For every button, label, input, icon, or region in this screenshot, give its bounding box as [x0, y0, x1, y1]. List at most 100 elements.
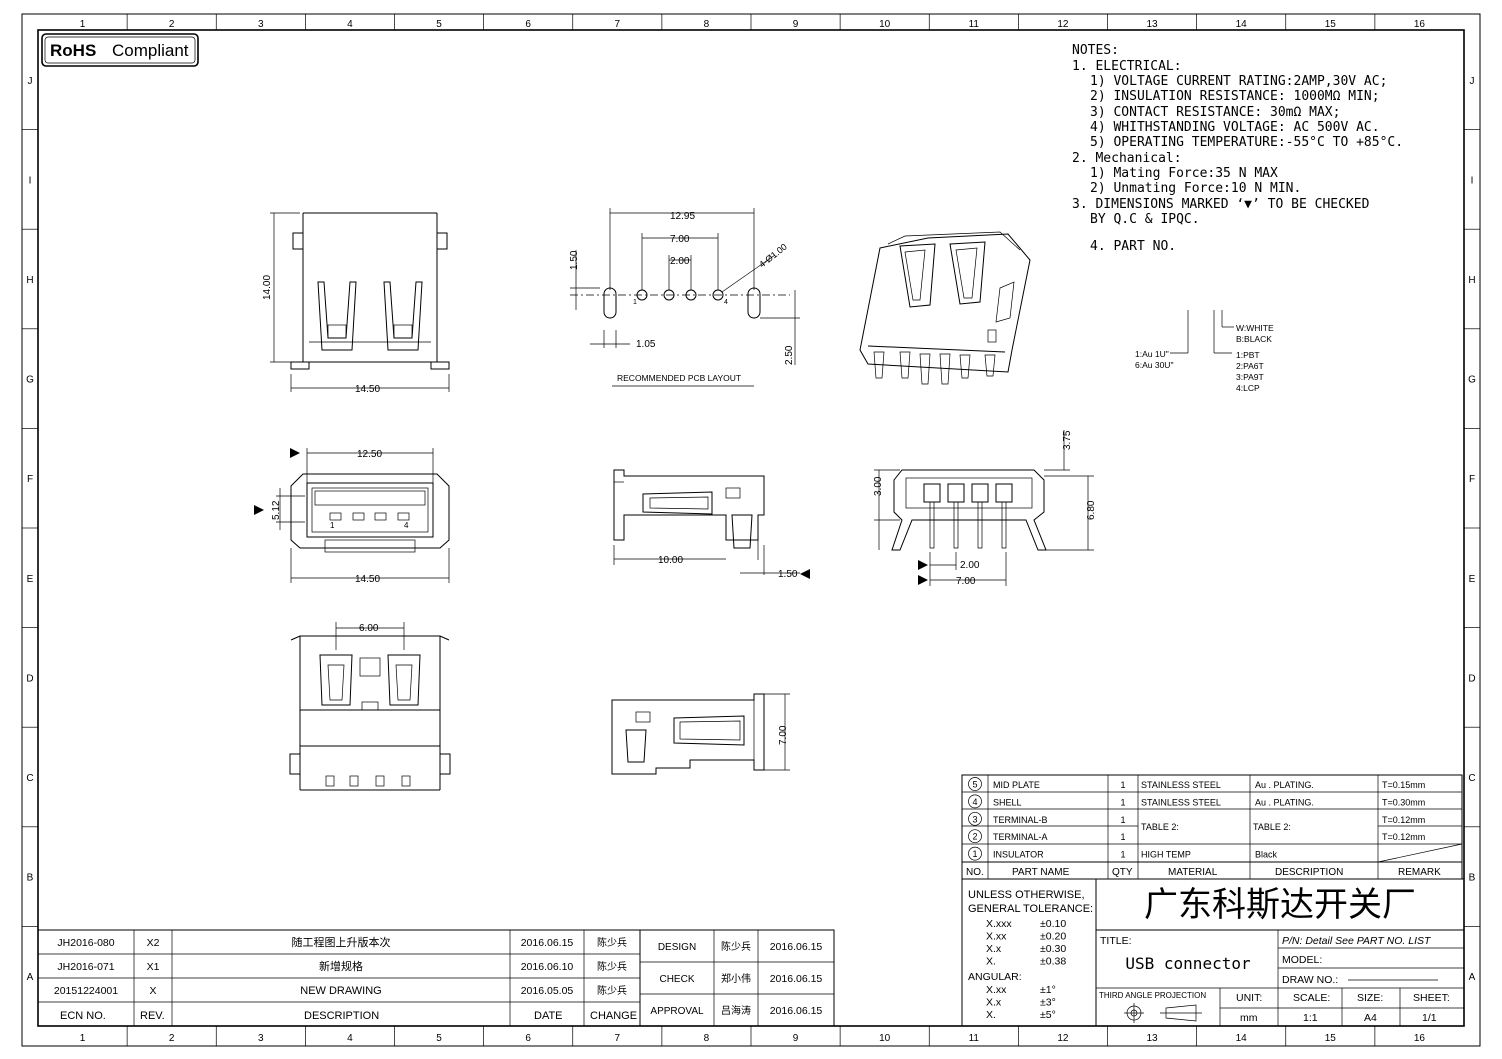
column-number: 4 — [347, 19, 353, 30]
column-number: 11 — [969, 19, 980, 30]
projection-label: THIRD ANGLE PROJECTION — [1099, 991, 1206, 1000]
bom-material: STAINLESS STEEL — [1141, 797, 1221, 807]
rev-by: 陈少兵 — [597, 960, 627, 973]
note-line: 4) WHITHSTANDING VOLTAGE: AC 500V AC. — [1090, 120, 1380, 135]
side-view: 10.00 1.50 — [613, 469, 810, 580]
note-line: 4. PART NO. — [1090, 239, 1176, 254]
approval-date: 2016.06.15 — [770, 973, 823, 985]
row-letter: E — [1469, 574, 1476, 585]
bom-remark: T=0.15mm — [1382, 780, 1425, 790]
row-letter: H — [26, 275, 33, 286]
tolerance-format: X. — [986, 956, 996, 968]
column-number: 3 — [258, 19, 264, 30]
bom-part-name: INSULATOR — [993, 850, 1044, 860]
notes-block: NOTES: 1. ELECTRICAL: 1) VOLTAGE CURRENT… — [1072, 43, 1403, 254]
rev-date: 2016.06.10 — [521, 961, 574, 973]
approval-role: DESIGN — [658, 942, 696, 953]
dim-label: 7.00 — [778, 725, 789, 745]
column-number: 4 — [347, 1033, 353, 1044]
approval-name: 吕海涛 — [721, 1004, 751, 1017]
dim-label: 2.00 — [670, 256, 690, 267]
bom-part-name: TERMINAL-A — [993, 832, 1048, 842]
title-block: UNLESS OTHERWISE, GENERAL TOLERANCE: X.x… — [961, 878, 1465, 1027]
unit-value: mm — [1240, 1012, 1258, 1024]
bom-remark: T=0.12mm — [1382, 832, 1425, 842]
rev-header-desc: DESCRIPTION — [304, 1010, 379, 1022]
column-number: 15 — [1325, 1033, 1337, 1044]
scale-value: 1:1 — [1303, 1012, 1318, 1024]
angular-value: ±3° — [1040, 997, 1056, 1009]
row-letter: A — [27, 972, 34, 983]
row-letter: J — [28, 76, 33, 87]
draw-no-label: DRAW NO.: — [1282, 974, 1338, 986]
rev-description: 随工程图上升版本次 — [292, 935, 391, 949]
rohs-badge: RoHS Compliant — [41, 33, 199, 67]
note-line: 5) OPERATING TEMPERATURE:-55°C TO +85°C. — [1090, 135, 1403, 150]
row-letter: C — [26, 773, 33, 784]
tolerance-format: X.xxx — [986, 918, 1012, 930]
note-line: 1) VOLTAGE CURRENT RATING:2AMP,30V AC; — [1090, 74, 1387, 89]
column-number: 2 — [169, 1033, 175, 1044]
bom-description: Au . PLATING. — [1255, 780, 1314, 790]
note-line: 3) CONTACT RESISTANCE: 30mΩ MAX; — [1090, 105, 1340, 120]
tolerance-value: ±0.30 — [1040, 943, 1066, 955]
pin-label: 1 — [330, 521, 335, 530]
dim-label: 5.12 — [271, 500, 282, 520]
bom-item-no: 3 — [972, 814, 977, 824]
side-view-2: 7.00 — [611, 693, 790, 775]
company-name: 广东科斯达开关厂 — [1144, 885, 1416, 925]
note-line: 3. DIMENSIONS MARKED ‘▼’ TO BE CHECKED — [1072, 197, 1370, 212]
bom-item-no: 5 — [972, 780, 977, 790]
bom-table2-material: TABLE 2: — [1141, 822, 1179, 832]
bom-header: DESCRIPTION — [1275, 867, 1343, 878]
row-letter: C — [1468, 773, 1475, 784]
bom-header: NO. — [966, 867, 984, 878]
row-letter: G — [1468, 375, 1476, 386]
tolerance-format: X.xx — [986, 931, 1007, 943]
rev-code: X2 — [147, 937, 160, 949]
approval-date: 2016.06.15 — [770, 1005, 823, 1017]
plating-option: 1:Au 1U" — [1135, 349, 1169, 359]
bom-qty: 1 — [1120, 815, 1125, 825]
dim-label: 14.50 — [355, 574, 380, 585]
column-number: 12 — [1057, 1033, 1069, 1044]
column-number: 1 — [80, 1033, 86, 1044]
bom-qty: 1 — [1120, 850, 1125, 860]
column-number: 7 — [615, 19, 621, 30]
row-letter: B — [27, 873, 34, 884]
approval-name: 郑小伟 — [721, 972, 751, 985]
angular-format: X.xx — [986, 984, 1007, 996]
pin-label: 1 — [633, 299, 637, 306]
rev-header-ecn: ECN NO. — [60, 1010, 106, 1022]
dim-label: 6.00 — [359, 623, 379, 634]
sheet-value: 1/1 — [1422, 1012, 1437, 1024]
notes-heading: NOTES: — [1072, 43, 1119, 58]
row-letter: D — [26, 673, 33, 684]
bom-item-circle — [968, 777, 982, 791]
size-label: SIZE: — [1357, 992, 1383, 1004]
dim-label: 4-Ø1.00 — [757, 242, 789, 270]
material-option: 1:PBT — [1236, 350, 1260, 360]
drawing-title: USB connector — [1125, 954, 1251, 973]
column-number: 13 — [1147, 19, 1159, 30]
bom-qty: 1 — [1120, 780, 1125, 790]
dim-label: 2.50 — [784, 345, 795, 365]
bom-header: PART NAME — [1012, 867, 1070, 878]
row-letter: B — [1469, 873, 1476, 884]
rev-description: NEW DRAWING — [300, 985, 381, 997]
bottom-view: 6.00 — [289, 622, 451, 791]
column-number: 6 — [525, 19, 531, 30]
rev-header-change: CHANGE — [590, 1010, 637, 1022]
row-letter: F — [1469, 474, 1475, 485]
rev-ecn: JH2016-080 — [57, 937, 114, 949]
row-letter: I — [1471, 175, 1474, 186]
bom-remark: T=0.30mm — [1382, 797, 1425, 807]
compliant-label: Compliant — [112, 41, 189, 60]
approval-role: APPROVAL — [650, 1006, 704, 1017]
rev-date: 2016.06.15 — [521, 937, 574, 949]
bom-item-circle — [968, 829, 982, 844]
front-view: 1 4 12.50 5.12 14.50 — [254, 448, 450, 585]
part-number-note: P/N: Detail See PART NO. LIST — [1282, 935, 1432, 947]
